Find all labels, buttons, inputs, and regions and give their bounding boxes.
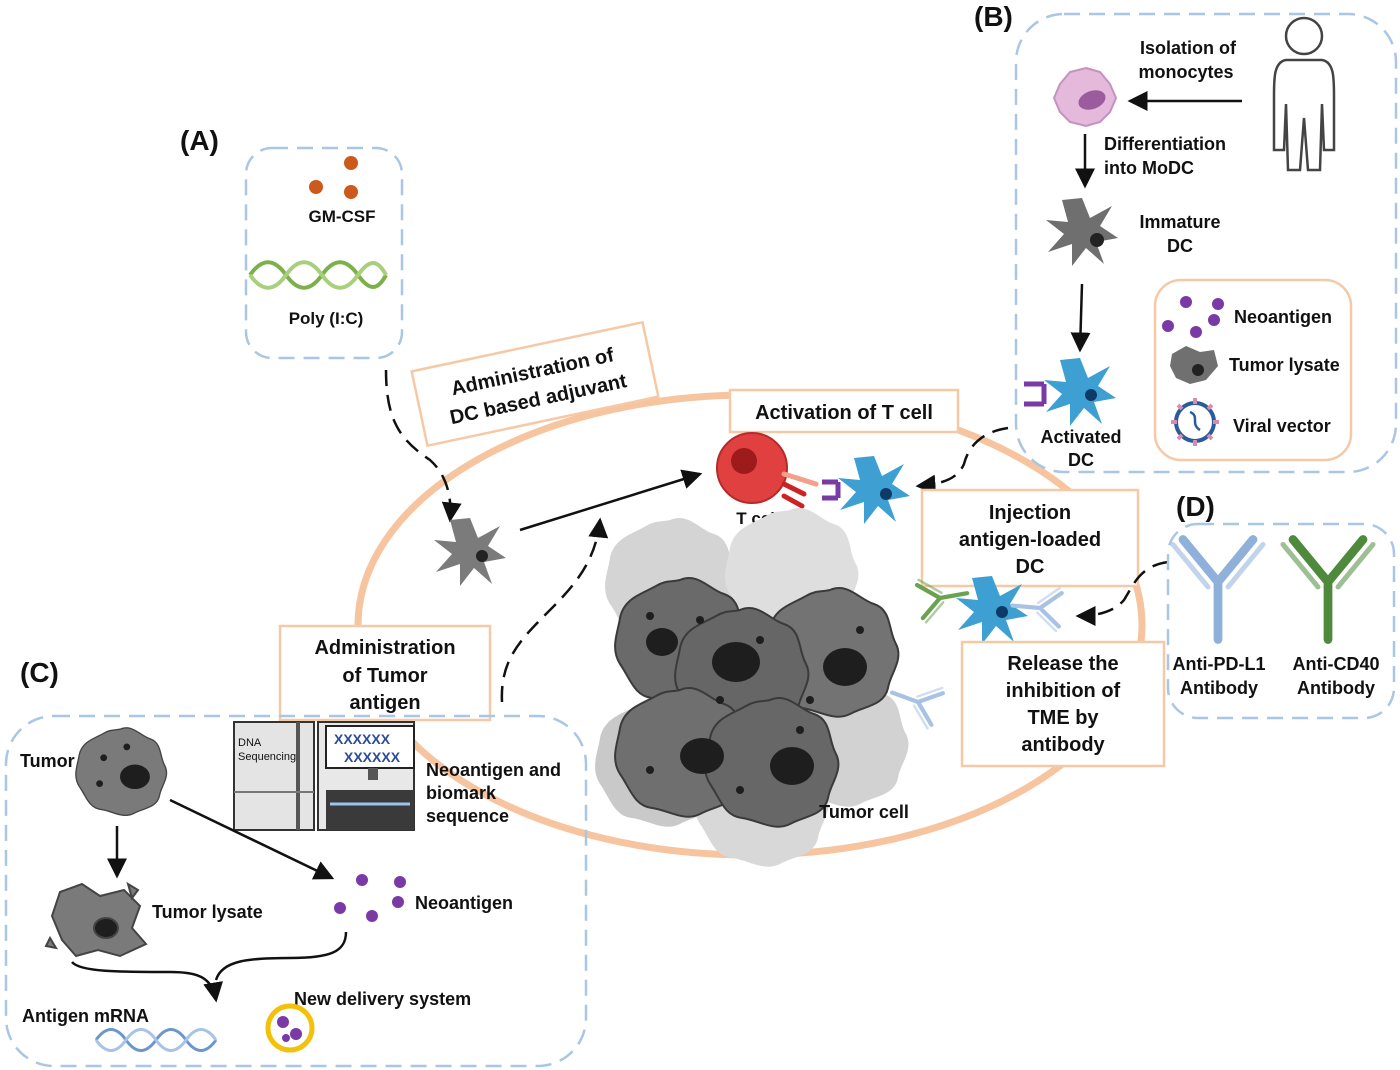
dna-sequencing-line2: Sequencing — [238, 751, 296, 763]
delivery-nanoparticle-icon — [265, 1003, 315, 1053]
tumor-cell-cluster — [595, 507, 909, 867]
tumor-lysate-label: Tumor lysate — [152, 902, 263, 922]
panel-a-box — [244, 146, 404, 360]
injection-line2: antigen-loaded — [959, 529, 1101, 551]
immature-dc-icon — [1046, 198, 1118, 266]
neoantigen-seq-line1: Neoantigen and — [426, 760, 561, 780]
isolation-line2: monocytes — [1138, 62, 1233, 82]
neoantigen-dots-icon — [334, 874, 406, 922]
anti-cd40-line2: Antibody — [1297, 678, 1375, 698]
mrna-helix-icon — [94, 1028, 218, 1052]
neoantigen-legend-icon — [1162, 296, 1224, 338]
injection-line3: DC — [1016, 556, 1045, 578]
release-line3: TME by — [1027, 707, 1099, 729]
panel-c-box — [4, 714, 588, 1068]
monocyte-icon — [1052, 66, 1118, 128]
poly-ic-helix-icon — [248, 260, 388, 290]
release-line2: inhibition of — [1006, 680, 1121, 702]
sequencer-screen-text-2: XXXXXX — [344, 749, 401, 765]
panel-a-letter: (A) — [180, 125, 219, 156]
anti-pdl1-line2: Antibody — [1180, 678, 1258, 698]
pdl1-antibody-small-icon — [1011, 584, 1063, 631]
panel-d-letter: (D) — [1176, 491, 1215, 522]
release-line1: Release the — [1007, 653, 1118, 675]
legend-viral-vector: Viral vector — [1233, 416, 1331, 436]
delivery-label: New delivery system — [294, 989, 471, 1009]
isolation-line1: Isolation of — [1140, 38, 1237, 58]
differentiation-line2: into MoDC — [1104, 158, 1194, 178]
immature-dc-center-icon — [434, 518, 506, 586]
viral-vector-legend-icon — [1171, 398, 1219, 446]
panel-d-box — [1166, 522, 1396, 720]
dna-sequencer-icon — [233, 721, 415, 831]
tumor-cell-label: Tumor cell — [819, 802, 909, 822]
arrow-adjuvant-to-dc — [384, 369, 462, 523]
legend-tumor-lysate: Tumor lysate — [1229, 355, 1340, 375]
tumor-lysate-legend-icon — [1170, 346, 1218, 384]
activation-box — [728, 388, 960, 434]
immature-line1: Immature — [1139, 212, 1220, 232]
panel-b-box — [1014, 12, 1398, 474]
release-box — [960, 640, 1166, 768]
tumor-icon — [75, 727, 168, 817]
activated-dc-icon — [1044, 358, 1116, 426]
arrow-activated-dc-to-center — [915, 426, 1009, 495]
tumor-lysate-icon — [44, 881, 148, 958]
dna-sequencing-line1: DNA — [238, 737, 262, 749]
arrow-activation-b — [1070, 283, 1091, 353]
arrow-tumor-to-neoantigen — [169, 798, 335, 880]
activated-dc-center-icon — [838, 456, 910, 524]
injection-box — [920, 488, 1140, 588]
antigen-mrna-label: Antigen mRNA — [22, 1006, 149, 1026]
poly-ic-label: Poly (I:C) — [289, 309, 364, 328]
differentiation-line1: Differentiation — [1104, 134, 1226, 154]
arrow-merge-branch — [214, 931, 348, 981]
tumor-label: Tumor — [20, 751, 75, 771]
anti-pdl1-line1: Anti-PD-L1 — [1173, 654, 1266, 674]
injection-line1: Injection — [989, 502, 1071, 524]
tumor-antigen-line2: of Tumor — [342, 665, 427, 687]
panel-b-letter: (B) — [974, 1, 1013, 32]
immature-line2: DC — [1167, 236, 1193, 256]
sequencer-screen-text-1: XXXXXX — [334, 731, 391, 747]
gm-csf-icon — [309, 156, 358, 199]
neoantigen-seq-line2: biomark — [426, 783, 497, 803]
panel-c-letter: (C) — [20, 657, 59, 688]
human-silhouette-icon — [1272, 16, 1336, 172]
neoantigen-c-label: Neoantigen — [415, 893, 513, 913]
tumor-antigen-box — [278, 624, 492, 722]
tumor-antigen-line1: Administration — [314, 637, 455, 659]
activation-label: Activation of T cell — [755, 402, 933, 424]
t-cell-icon — [716, 432, 819, 509]
arrow-dc-to-tcell — [519, 469, 703, 532]
release-line4: antibody — [1021, 734, 1105, 756]
arrow-antigen-to-tcell — [500, 517, 609, 703]
activated-line2: DC — [1068, 450, 1094, 470]
neoantigen-seq-line3: sequence — [426, 806, 509, 826]
tumor-antigen-line3: antigen — [349, 692, 420, 714]
gm-csf-label: GM-CSF — [308, 207, 375, 226]
dc-adjuvant-box: Administration of DC based adjuvant — [410, 320, 660, 448]
arrow-merge-to-mrna — [71, 961, 223, 1003]
arrow-antibody-to-tme — [1075, 560, 1169, 626]
anti-pdl1-antibody-icon — [1173, 540, 1263, 640]
anti-cd40-antibody-icon — [1283, 540, 1373, 640]
activated-line1: Activated — [1040, 427, 1121, 447]
anti-cd40-line1: Anti-CD40 — [1292, 654, 1379, 674]
legend-neoantigen: Neoantigen — [1234, 307, 1332, 327]
